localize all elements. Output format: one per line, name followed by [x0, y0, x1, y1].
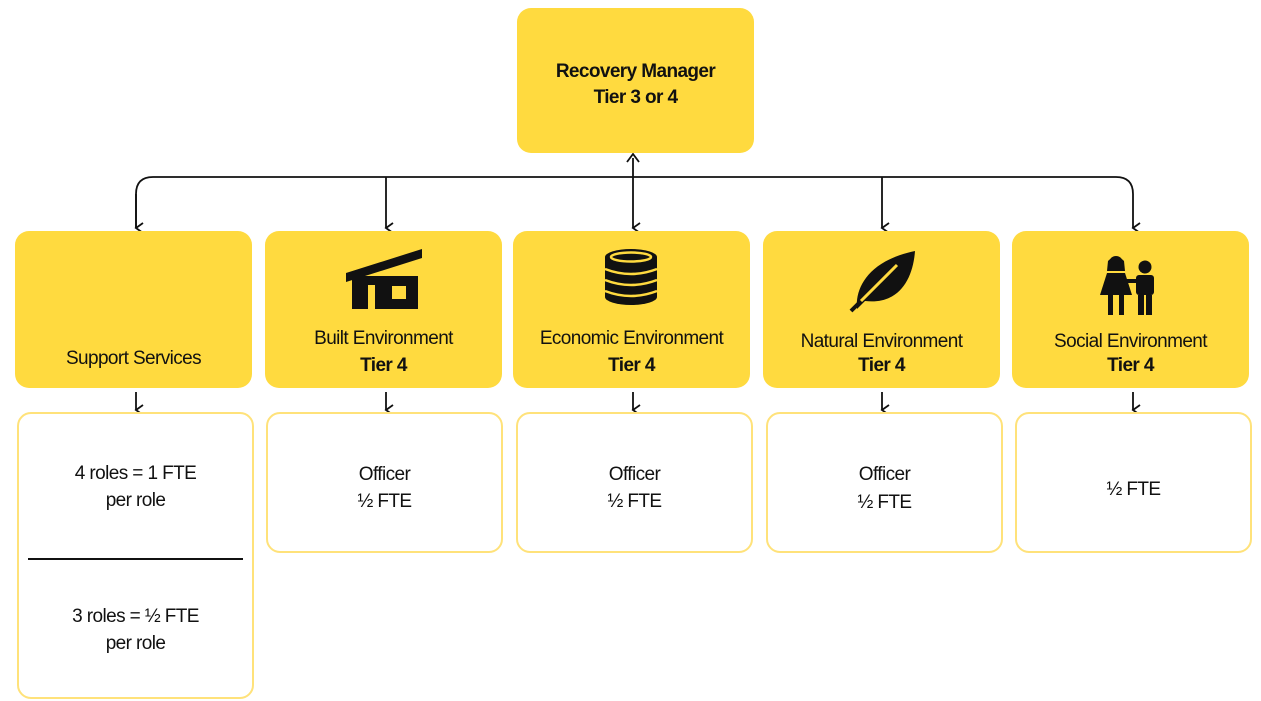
manager-title: Recovery Manager — [555, 61, 716, 82]
economic-staffing-line1: Officer — [608, 464, 661, 485]
social-staffing-line1: ½ FTE — [1106, 479, 1161, 500]
house-icon — [346, 249, 422, 309]
support-staffing-top-line1: 4 roles = 1 FTE — [74, 463, 197, 484]
natural-staffing-line2: ½ FTE — [857, 492, 912, 513]
support-services-label: Support Services — [65, 348, 202, 369]
built-environment-tier: Tier 4 — [360, 355, 407, 376]
natural-staffing-box: Officer ½ FTE — [766, 412, 1003, 553]
built-staffing-line2: ½ FTE — [357, 491, 412, 512]
social-environment-label: Social Environment — [1054, 331, 1207, 352]
support-staffing-bottom-line2: per role — [105, 633, 166, 654]
social-environment-box: Social Environment Tier 4 — [1012, 231, 1249, 388]
support-staffing-top-line2: per role — [105, 490, 166, 511]
natural-environment-label: Natural Environment — [800, 331, 963, 352]
natural-environment-box: Natural Environment Tier 4 — [763, 231, 1000, 388]
people-icon — [1100, 256, 1154, 315]
manager-tier: Tier 3 or 4 — [593, 87, 678, 108]
social-environment-tier: Tier 4 — [1107, 355, 1154, 376]
built-environment-box: Built Environment Tier 4 — [265, 231, 502, 388]
social-staffing-box: ½ FTE — [1015, 412, 1252, 553]
economic-environment-box: Economic Environment Tier 4 — [513, 231, 750, 388]
natural-staffing-line1: Officer — [858, 464, 911, 485]
manager-link-up-arrow — [626, 152, 640, 163]
support-services-box: Support Services — [15, 231, 252, 388]
coin-stack-icon — [604, 249, 658, 305]
built-staffing-box: Officer ½ FTE — [266, 412, 503, 553]
economic-environment-label: Economic Environment — [539, 328, 724, 349]
bus-line — [135, 176, 1141, 234]
economic-staffing-line2: ½ FTE — [607, 491, 662, 512]
economic-staffing-box: Officer ½ FTE — [516, 412, 753, 553]
recovery-manager-box: Recovery Manager Tier 3 or 4 — [517, 8, 754, 153]
support-staffing-divider — [28, 558, 243, 560]
built-staffing-line1: Officer — [358, 464, 411, 485]
economic-environment-tier: Tier 4 — [608, 355, 655, 376]
support-staffing-bottom-line1: 3 roles = ½ FTE — [72, 606, 199, 627]
support-staffing-box: 4 roles = 1 FTE per role 3 roles = ½ FTE… — [17, 412, 254, 699]
built-environment-label: Built Environment — [314, 328, 453, 349]
natural-environment-tier: Tier 4 — [858, 355, 905, 376]
leaf-icon — [849, 251, 915, 313]
